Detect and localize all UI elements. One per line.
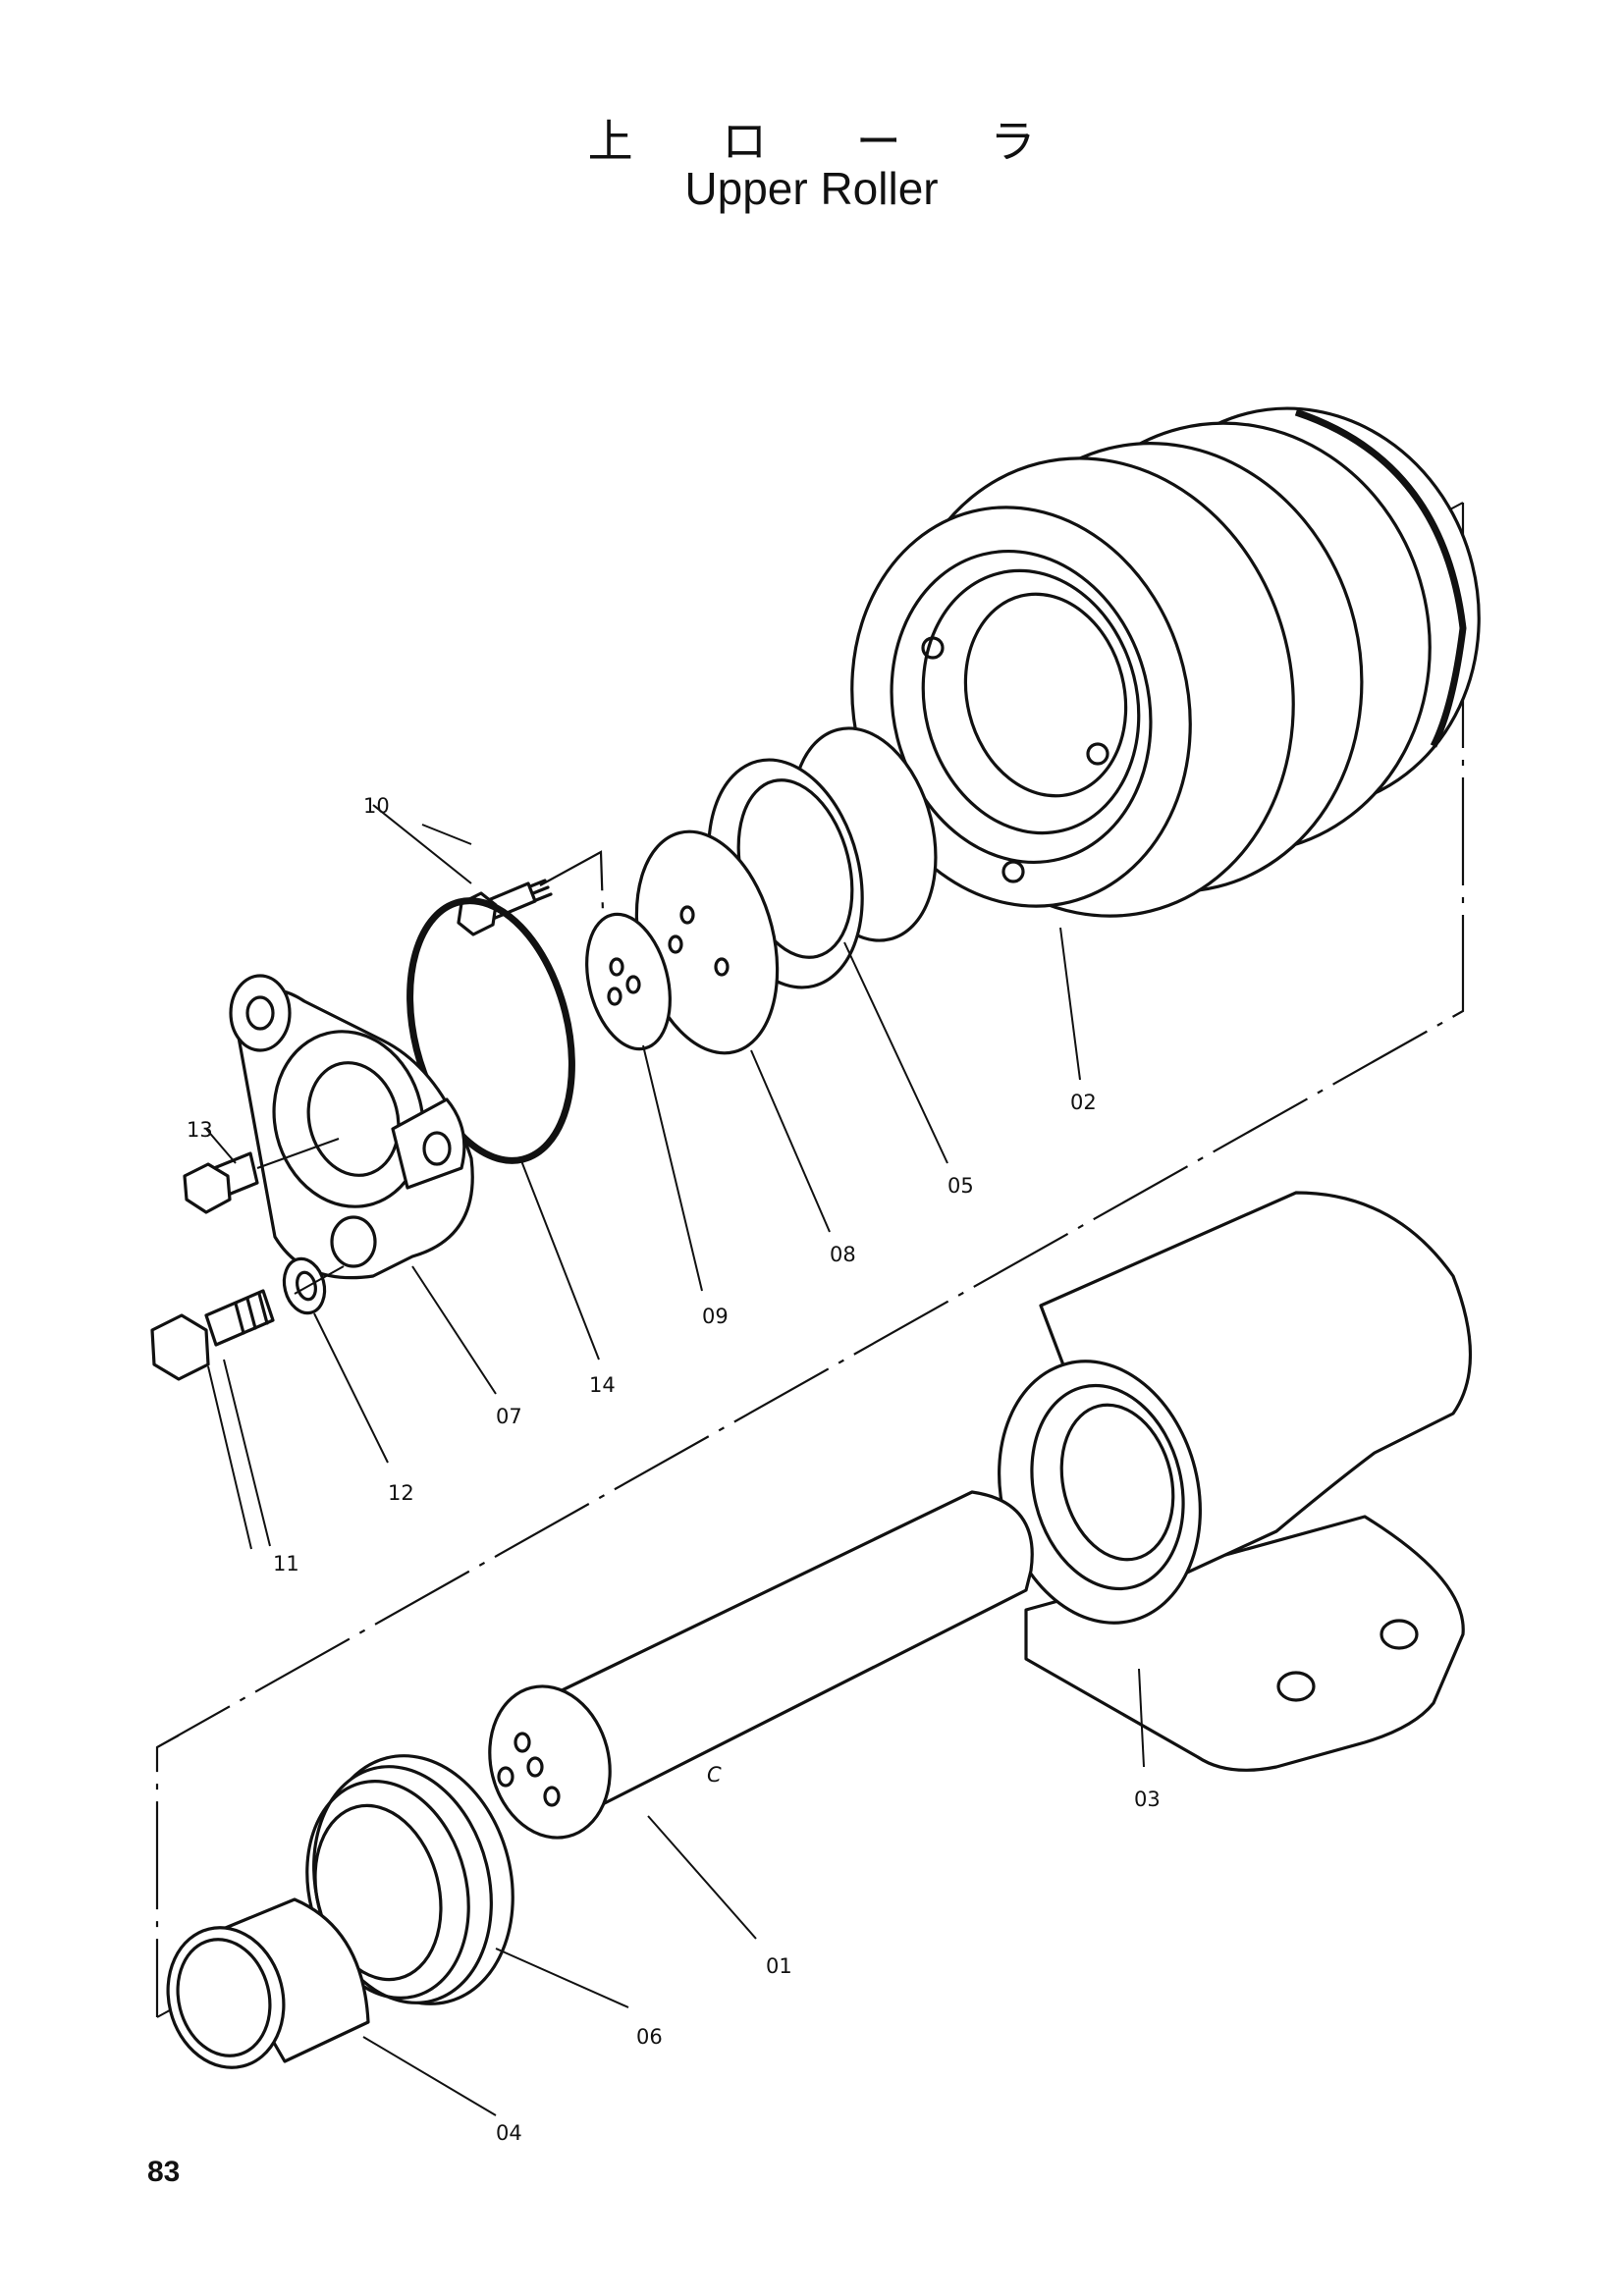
part-10-bolt xyxy=(372,804,553,936)
label-13: 13 xyxy=(187,1118,213,1142)
part-07-housing xyxy=(229,974,497,1395)
part-02-roller-body xyxy=(850,406,1481,1081)
label-10: 10 xyxy=(363,794,390,818)
label-03: 03 xyxy=(1134,1788,1161,1811)
part-13-plug xyxy=(183,1128,340,1214)
part-14-o-ring xyxy=(406,897,600,1361)
part-11-bolt xyxy=(150,1289,275,1550)
part-labels: 01 02 03 04 05 06 07 08 09 10 11 12 13 1… xyxy=(187,794,1161,2145)
label-07: 07 xyxy=(496,1405,522,1428)
label-02: 02 xyxy=(1070,1091,1097,1114)
label-06: 06 xyxy=(636,2025,663,2049)
label-01: 01 xyxy=(766,1954,792,1978)
label-12: 12 xyxy=(388,1481,414,1505)
page-number: 83 xyxy=(147,2156,181,2188)
part-04-sleeve xyxy=(166,1897,497,2116)
part-05-bushing xyxy=(707,726,948,1164)
part-06-seal xyxy=(305,1754,629,2008)
title-japanese: 上 ロ ー ラ xyxy=(587,115,1073,168)
title-english: Upper Roller xyxy=(684,163,939,214)
assembly-centerlines xyxy=(155,502,1465,2018)
label-14: 14 xyxy=(589,1373,616,1397)
label-09: 09 xyxy=(702,1305,729,1328)
label-05: 05 xyxy=(947,1174,974,1198)
part-03-bracket xyxy=(998,1191,1472,1772)
label-04: 04 xyxy=(496,2121,522,2145)
part-01-shaft xyxy=(488,1490,1034,1940)
label-11: 11 xyxy=(273,1552,299,1575)
shaft-mark: C xyxy=(707,1763,722,1787)
part-12-washer xyxy=(282,1256,389,1464)
part-09-plate xyxy=(585,912,703,1292)
label-08: 08 xyxy=(830,1243,856,1266)
